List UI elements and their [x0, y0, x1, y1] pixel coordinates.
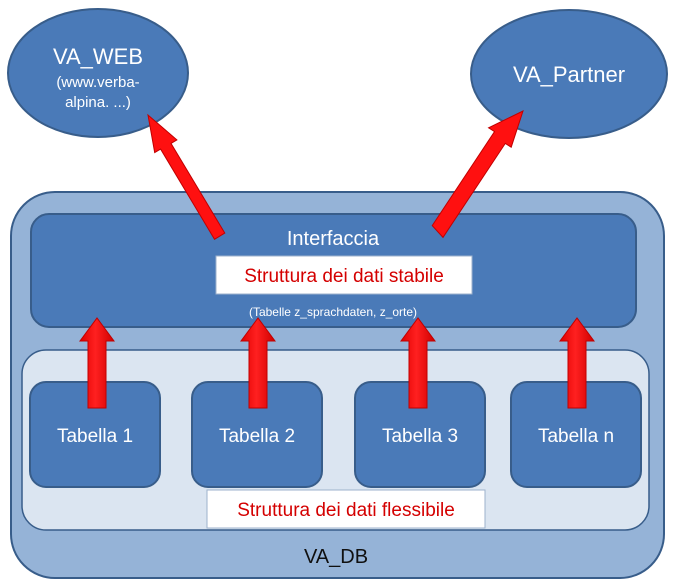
- arrow-table-2: [240, 317, 276, 409]
- arrow-interface-to-va-web: [147, 113, 226, 240]
- flexible-data-area: [21, 349, 650, 531]
- va-web-url-line-1: (www.verba-: [56, 74, 139, 91]
- table-label-1: Tabella 1: [57, 426, 133, 447]
- arrow-table-n: [559, 317, 595, 409]
- va-partner-title: VA_Partner: [513, 62, 625, 87]
- flexible-data-label: Struttura dei dati flessibile: [237, 500, 455, 521]
- interface-title: Interfaccia: [287, 228, 380, 250]
- table-label-3: Tabella 3: [382, 426, 458, 447]
- stable-label-box: [215, 255, 473, 295]
- arrow-table-3: [400, 317, 436, 409]
- stable-data-label: Struttura dei dati stabile: [244, 266, 444, 287]
- va-web-url-line-2: alpina. ...): [65, 94, 131, 111]
- arrow-interface-to-va-partner: [431, 110, 524, 239]
- flexible-label-box: [206, 489, 486, 529]
- va-web-node: [7, 8, 189, 138]
- table-label-2: Tabella 2: [219, 426, 295, 447]
- interface-tables-note: (Tabelle z_sprachdaten, z_orte): [249, 305, 417, 319]
- va-db-label: VA_DB: [304, 546, 368, 568]
- va-partner-node: [470, 9, 668, 139]
- arrow-table-1: [79, 317, 115, 409]
- va-web-title: VA_WEB: [53, 44, 143, 69]
- table-label-n: Tabella n: [538, 426, 614, 447]
